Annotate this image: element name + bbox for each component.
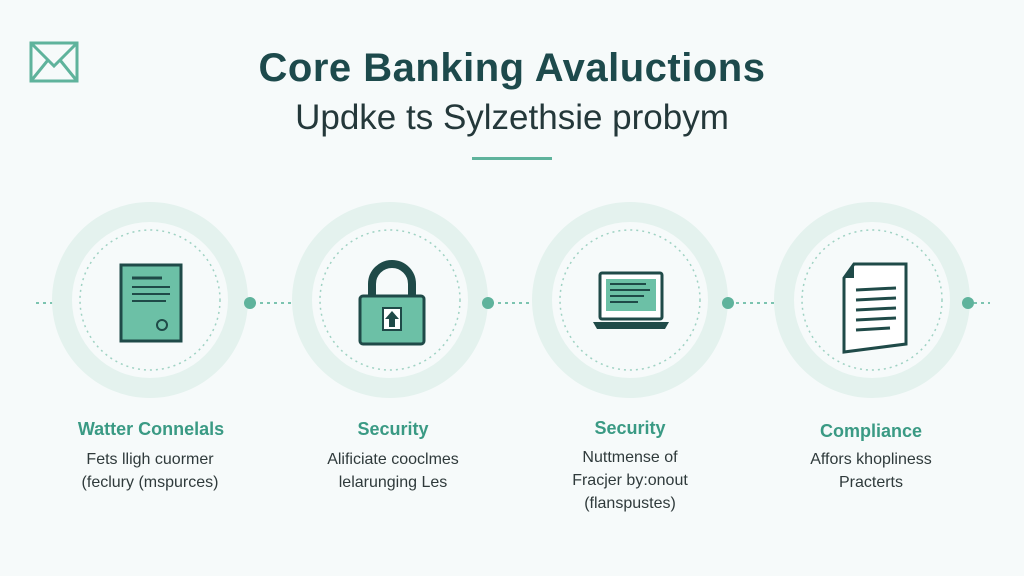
step-desc-3-line-3: (flanspustes): [584, 495, 676, 512]
step-desc-3: Nuttmense of Fracjer by:onout (flanspust…: [510, 446, 750, 515]
step-desc-4: Affors khopliness Practerts: [751, 448, 991, 494]
step-label-2: Security: [357, 419, 429, 439]
step-desc-2: Alificiate cooclmes lelarunging Les: [273, 448, 513, 494]
page-subtitle: Updke ts Sylzethsie probym: [295, 98, 729, 137]
step-desc-3-line-1: Nuttmense of: [582, 449, 678, 466]
step-desc-3-line-2: Fracjer by:onout: [572, 472, 688, 489]
step-label-3: Security: [594, 418, 666, 438]
report-icon: [842, 262, 908, 354]
step-label-1: Watter Connelals: [77, 419, 225, 439]
step-desc-4-line-2: Practerts: [838, 474, 903, 491]
page-title: Core Banking Avaluctions: [258, 46, 766, 90]
step-desc-2-line-1: Alificiate cooclmes: [327, 451, 459, 468]
padlock-icon: [358, 260, 426, 346]
connector-dot-1: [244, 297, 256, 309]
connector-dot-4: [962, 297, 974, 309]
step-desc-1: Fets lligh cuormer (feclury (mspurces): [30, 448, 270, 494]
document-icon: [119, 263, 183, 343]
step-desc-2-line-2: lelarunging Les: [338, 474, 448, 491]
title-divider: [472, 157, 552, 160]
step-label-4: Compliance: [819, 421, 923, 441]
step-desc-4-line-1: Affors khopliness: [810, 451, 932, 468]
logo-icon: [29, 41, 79, 83]
laptop-icon: [593, 271, 669, 329]
connector-dot-2: [482, 297, 494, 309]
step-desc-1-line-2: (feclury (mspurces): [81, 474, 219, 491]
step-desc-1-line-1: Fets lligh cuormer: [86, 451, 214, 468]
connector-dot-3: [722, 297, 734, 309]
